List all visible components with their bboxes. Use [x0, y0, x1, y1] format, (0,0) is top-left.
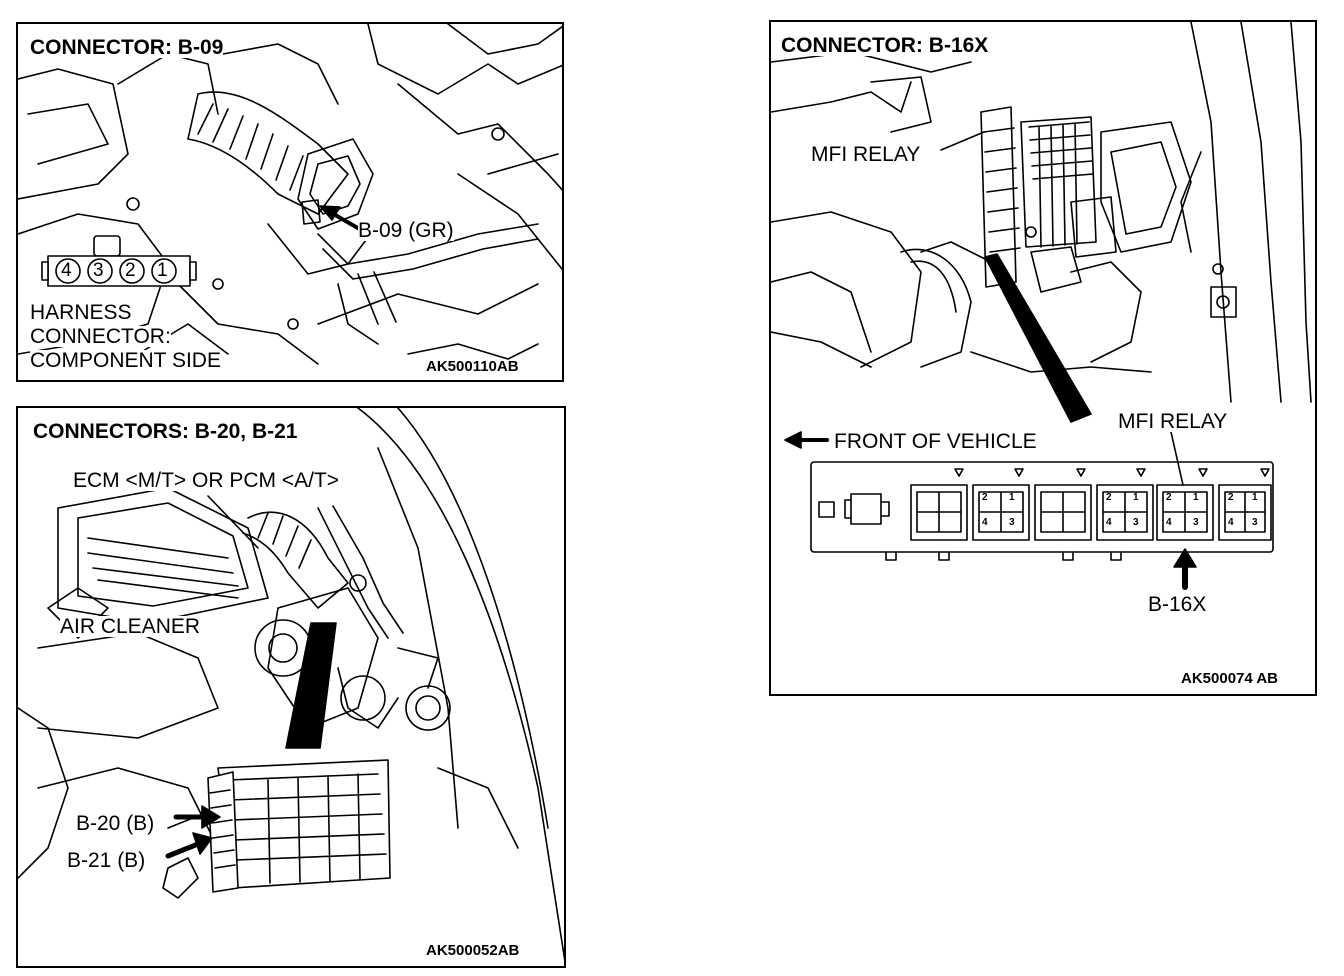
panel-title: CONNECTOR: B-16X — [781, 34, 989, 57]
relay-pin-number: 2 — [1166, 492, 1172, 503]
relay-pin-number: 3 — [1133, 517, 1139, 528]
connector-label-b20: B-20 (B) — [76, 812, 155, 835]
panel-connector-b16x: CONNECTOR: B-16X MFI RELAY MFI RELAY FRO… — [769, 20, 1317, 696]
figure-code: AK500052AB — [426, 942, 520, 959]
panel-title: CONNECTOR: B-09 — [30, 36, 224, 59]
relay-pin-number: 3 — [1009, 517, 1015, 528]
connector-label-b09: B-09 (GR) — [358, 219, 454, 242]
relay-pin-number: 4 — [1228, 517, 1234, 528]
air-cleaner-label: AIR CLEANER — [60, 615, 201, 638]
relay-pin-number: 2 — [1106, 492, 1112, 503]
front-of-vehicle-label: FRONT OF VEHICLE — [834, 430, 1037, 453]
pin-label: 1 — [157, 260, 168, 281]
figure-code: AK500074 AB — [1181, 670, 1278, 687]
pin-label: 4 — [61, 260, 72, 281]
harness-label-line3: COMPONENT SIDE — [30, 349, 221, 372]
engine-bay-illustration-ecm — [18, 408, 564, 961]
ecm-label: ECM <M/T> OR PCM <A/T> — [73, 469, 340, 492]
harness-label-line2: CONNECTOR: — [30, 325, 171, 348]
relay-box-illustration — [771, 22, 1312, 590]
relay-pin-number: 4 — [1106, 517, 1112, 528]
relay-pin-number: 1 — [1252, 492, 1258, 503]
panel-connectors-b20-b21: CONNECTORS: B-20, B-21 ECM <M/T> OR PCM … — [16, 406, 566, 968]
relay-pin-number: 2 — [982, 492, 988, 503]
engine-bay-illustration-b09 — [18, 24, 562, 365]
relay-pin-number: 1 — [1193, 492, 1199, 503]
pin-label: 3 — [93, 260, 104, 281]
figure-code: AK500110AB — [426, 358, 519, 375]
mfi-relay-label-top: MFI RELAY — [811, 143, 921, 166]
relay-pin-number: 4 — [1166, 517, 1172, 528]
harness-label-line1: HARNESS — [30, 301, 132, 324]
panel-connector-b09: CONNECTOR: B-09 B-09 (GR) 4 3 2 1 HARNES… — [16, 22, 564, 382]
relay-pin-number: 3 — [1193, 517, 1199, 528]
relay-pin-number: 1 — [1133, 492, 1139, 503]
connector-label-b16x: B-16X — [1148, 593, 1207, 616]
pin-label: 2 — [125, 260, 136, 281]
relay-pin-number: 4 — [982, 517, 988, 528]
relay-pin-number: 1 — [1009, 492, 1015, 503]
panel-title: CONNECTORS: B-20, B-21 — [33, 420, 298, 443]
connector-label-b21: B-21 (B) — [67, 849, 146, 872]
mfi-relay-label-bottom: MFI RELAY — [1118, 410, 1228, 433]
relay-pin-number: 2 — [1228, 492, 1234, 503]
relay-pin-number: 3 — [1252, 517, 1258, 528]
